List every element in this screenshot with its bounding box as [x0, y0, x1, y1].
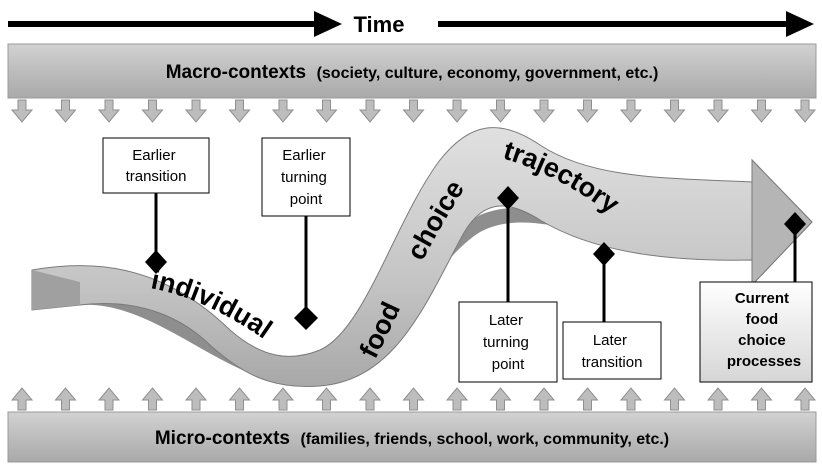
micro-contexts-label: Micro-contexts (families, friends, schoo…	[155, 428, 669, 449]
macro-down-arrow	[184, 99, 208, 123]
macro-down-arrow	[489, 99, 512, 123]
macro-down-arrow	[576, 99, 599, 123]
svg-text:Earlier transition: Earlier transition	[126, 147, 187, 185]
micro-up-arrow	[97, 387, 121, 411]
micro-up-arrow	[663, 387, 686, 411]
macro-down-arrow	[54, 99, 77, 123]
macro-down-arrow	[402, 99, 425, 123]
macro-down-arrow	[358, 99, 382, 123]
macro-down-arrow	[706, 99, 730, 123]
micro-up-arrow	[358, 387, 382, 411]
marker-earlier-turning-point: Earlier turning point	[261, 137, 351, 330]
micro-up-arrow	[402, 387, 425, 411]
macro-down-arrow	[619, 99, 643, 123]
micro-up-arrow	[10, 387, 34, 411]
micro-up-arrow	[706, 387, 730, 411]
trajectory-ribbon	[31, 127, 813, 388]
micro-up-arrow	[141, 387, 164, 411]
micro-up-arrow	[532, 387, 556, 411]
macro-down-arrow	[445, 99, 469, 123]
macro-down-arrow	[228, 99, 251, 123]
micro-up-arrow	[750, 387, 773, 411]
macro-down-arrow	[750, 99, 773, 123]
macro-down-arrow	[793, 99, 817, 123]
micro-details: (families, friends, school, work, commun…	[300, 431, 669, 448]
micro-up-arrow	[619, 387, 643, 411]
marker-current-food-choice-processes: Current food choice processes	[699, 212, 813, 383]
micro-contexts-band: Micro-contexts (families, friends, schoo…	[7, 411, 817, 463]
marker-later-transition-diamond	[593, 242, 615, 266]
micro-up-arrow	[228, 387, 251, 411]
marker-later-transition: Later transition	[562, 242, 662, 380]
macro-down-arrow	[532, 99, 556, 123]
svg-text:Current food choic: Current food choice processes	[727, 290, 801, 370]
marker-earlier-transition: Earlier transition	[102, 137, 210, 274]
micro-up-arrow	[793, 387, 817, 411]
micro-up-arrow	[184, 387, 208, 411]
marker-later-turning-point: Later turning point	[458, 186, 558, 383]
macro-contexts-label: Macro-contexts (society, culture, econom…	[166, 62, 659, 83]
macro-details: (society, culture, economy, government, …	[317, 65, 659, 82]
time-arrow: Time	[8, 11, 814, 37]
macro-down-arrow	[10, 99, 34, 123]
micro-up-arrow	[576, 387, 599, 411]
macro-influence-arrows	[10, 99, 817, 123]
marker-current-diamond	[784, 212, 806, 236]
macro-down-arrow	[97, 99, 121, 123]
svg-text:Earlier turning po: Earlier turning point	[281, 147, 331, 208]
svg-text:Later transition: Later transition	[582, 332, 643, 371]
marker-earlier-transition-diamond	[145, 250, 167, 274]
macro-down-arrow	[663, 99, 686, 123]
svg-text:Later turning poin: Later turning point	[483, 312, 533, 373]
macro-contexts-band: Macro-contexts (society, culture, econom…	[7, 43, 817, 99]
macro-down-arrow	[271, 99, 295, 123]
marker-earlier-turning-point-diamond	[294, 306, 318, 330]
micro-influence-arrows	[10, 387, 817, 411]
time-label: Time	[354, 12, 405, 37]
micro-title: Micro-contexts	[155, 428, 290, 449]
micro-up-arrow	[271, 387, 295, 411]
macro-down-arrow	[315, 99, 338, 123]
micro-up-arrow	[489, 387, 512, 411]
macro-title: Macro-contexts	[166, 62, 306, 83]
marker-later-turning-point-diamond	[497, 186, 519, 210]
micro-up-arrow	[445, 387, 469, 411]
micro-up-arrow	[315, 387, 338, 411]
macro-down-arrow	[141, 99, 164, 123]
micro-up-arrow	[54, 387, 77, 411]
